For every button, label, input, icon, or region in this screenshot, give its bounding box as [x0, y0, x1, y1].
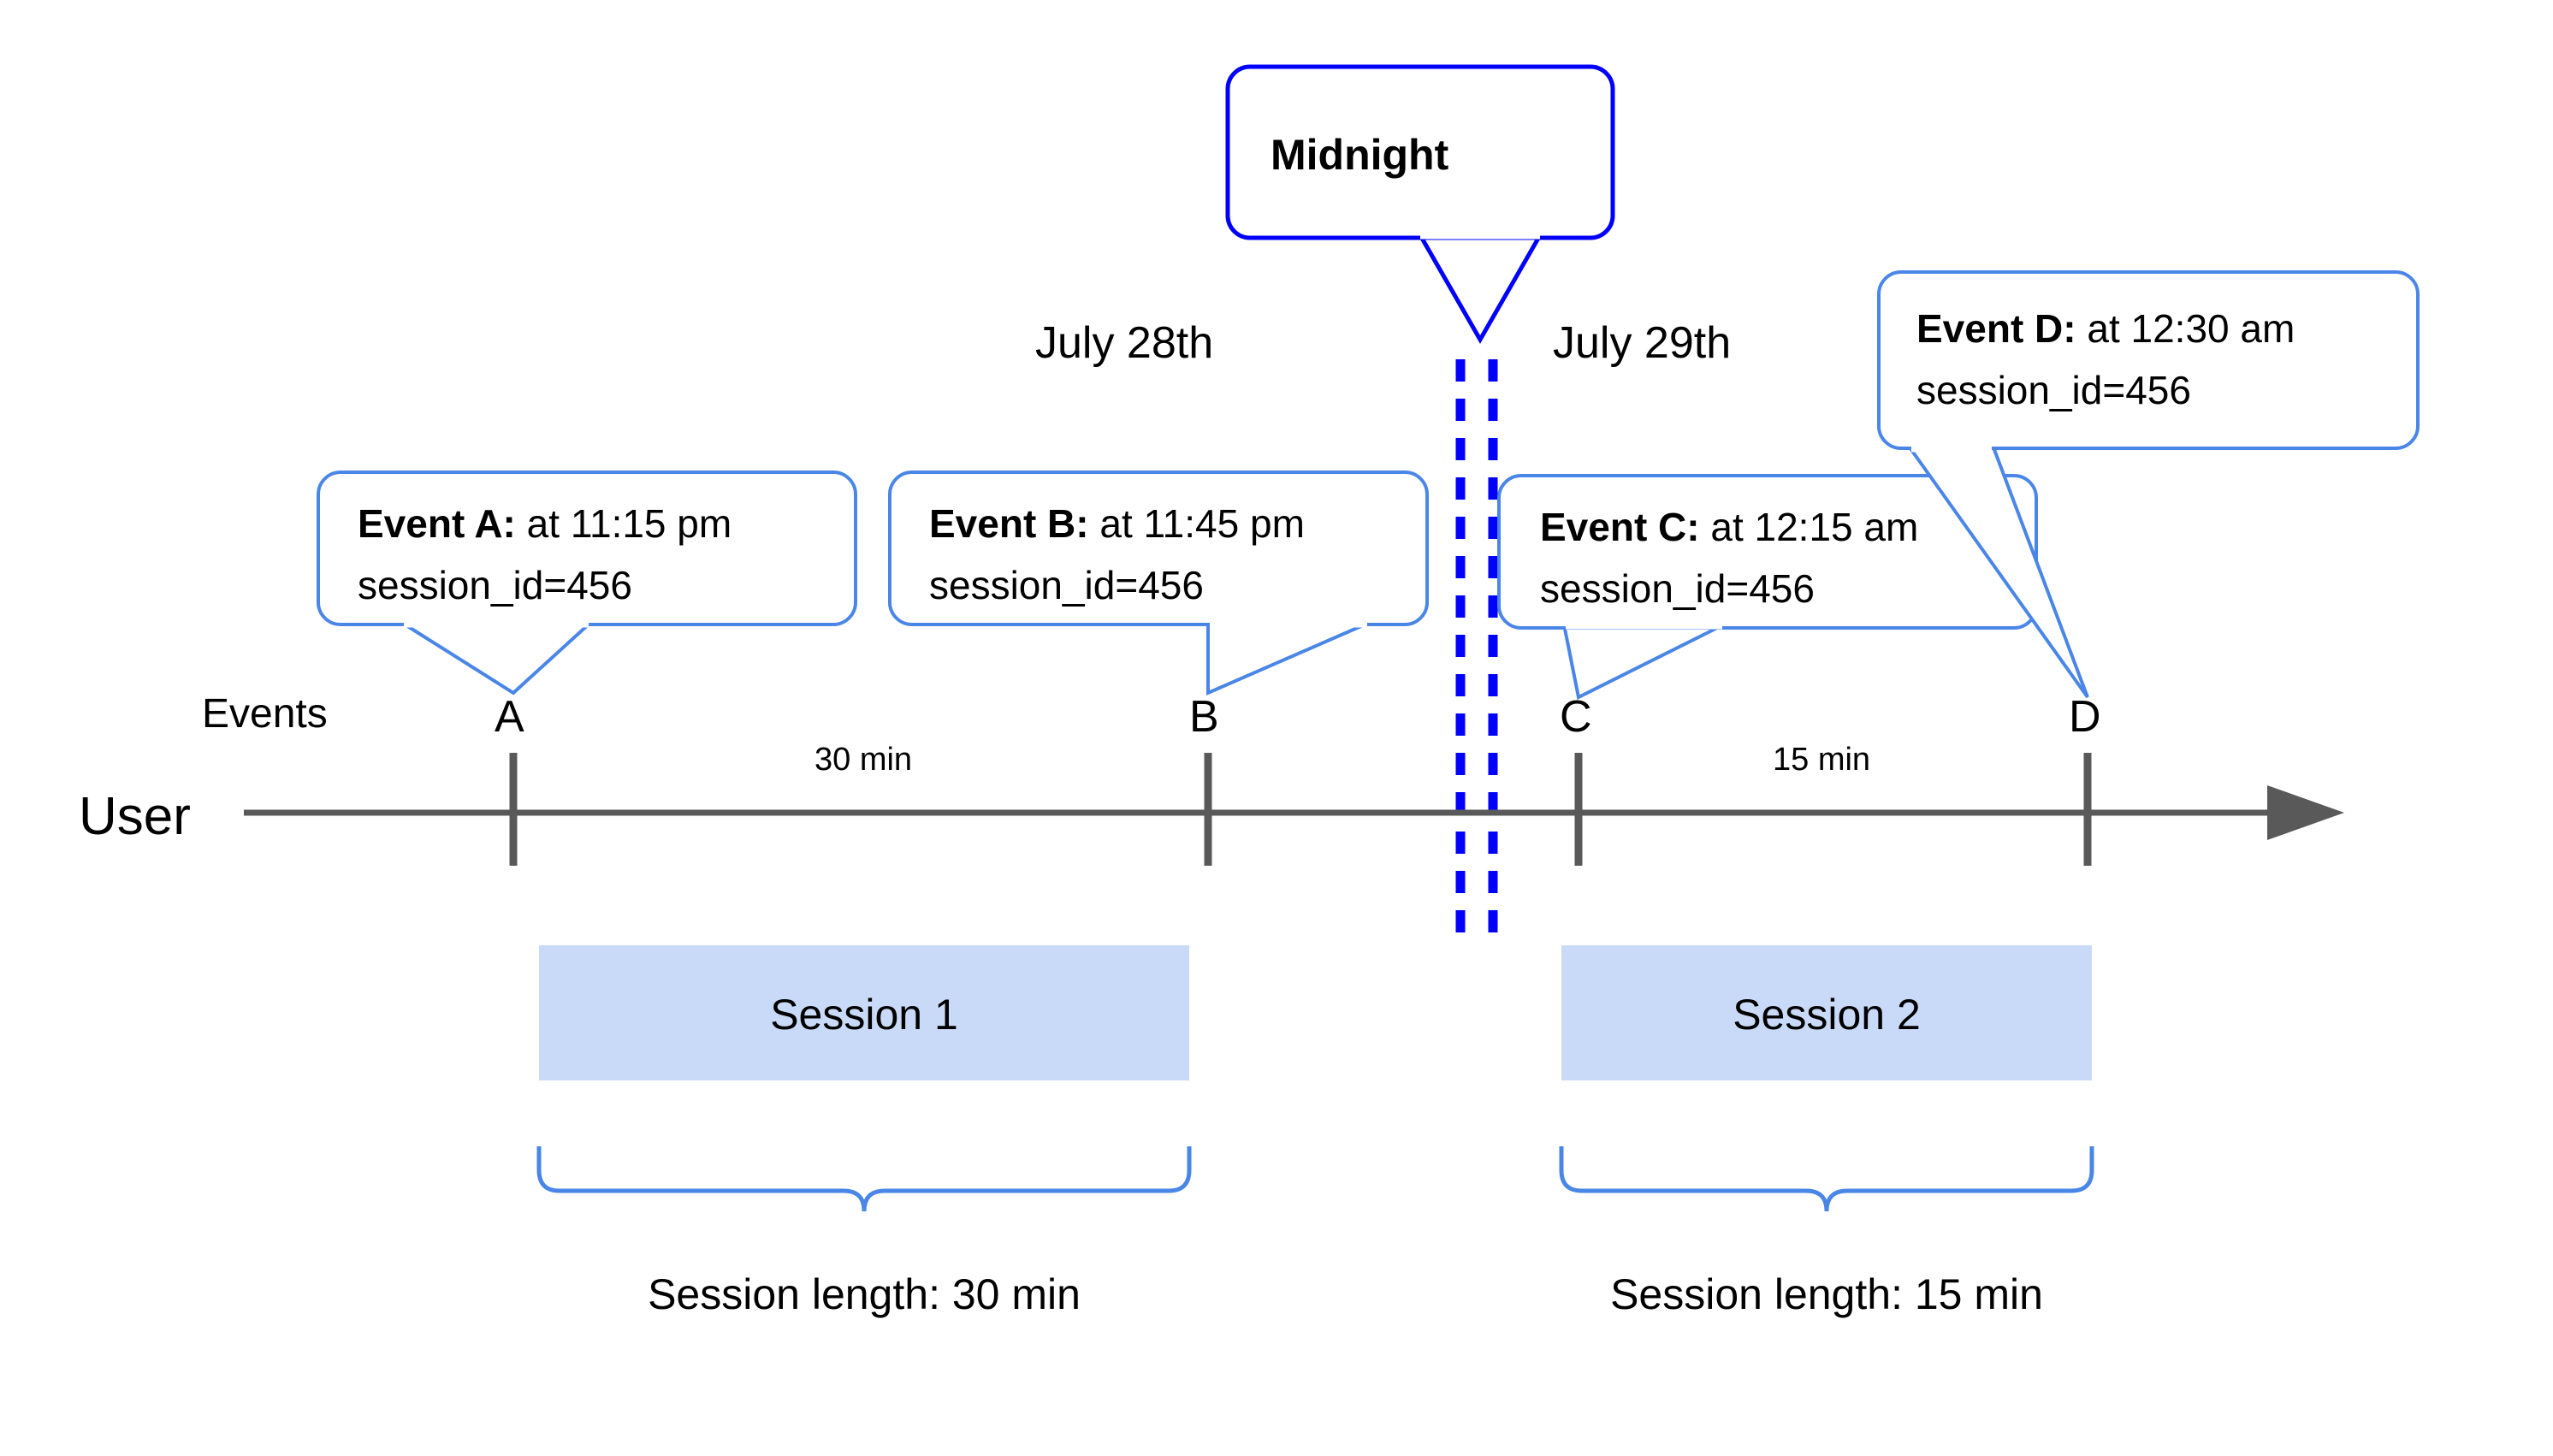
event-c-bold: Event C:: [1540, 505, 1700, 549]
midnight-label: Midnight: [1271, 131, 1449, 179]
event-b-rest: at 11:45 pm: [1089, 501, 1305, 546]
event-b-callout-box: [888, 471, 1429, 626]
event-c-rest: at 12:15 am: [1700, 505, 1919, 549]
event-c-line2: session_id=456: [1540, 566, 1815, 611]
axis-arrowhead-icon: [2267, 785, 2344, 840]
session-1-brace: [536, 1146, 1192, 1212]
interval-label-cd: 15 min: [1773, 742, 1870, 778]
event-c-callout[interactable]: Event C: at 12:15 am session_id=456: [1497, 474, 2038, 700]
marker-label-d: D: [2069, 692, 2101, 742]
session-2-box-label: Session 2: [1733, 991, 1921, 1039]
session-1-group[interactable]: Session 1 Session length: 30 min: [536, 945, 1192, 1318]
midnight-callout[interactable]: Midnight: [1225, 64, 1615, 345]
event-d-callout[interactable]: Event D: at 12:30 am session_id=456: [1877, 270, 2420, 699]
session-2-length-label: Session length: 15 min: [1610, 1270, 2043, 1318]
event-d-rest: at 12:30 am: [2076, 306, 2295, 351]
timeline-axis: [244, 753, 2344, 866]
marker-label-b: B: [1189, 692, 1219, 742]
event-c-line1: Event C: at 12:15 am: [1540, 505, 1918, 549]
interval-label-ab: 30 min: [814, 742, 912, 778]
session-1-length-label: Session length: 30 min: [648, 1270, 1081, 1318]
event-c-callout-box: [1497, 474, 2038, 630]
lane-label-user: User: [79, 787, 191, 846]
event-b-bold: Event B:: [929, 501, 1089, 546]
event-a-callout[interactable]: Event A: at 11:15 pm session_id=456: [317, 471, 857, 695]
event-d-bold: Event D:: [1916, 306, 2076, 351]
date-label-left: July 28th: [1035, 318, 1213, 368]
session-2-brace: [1559, 1146, 2094, 1212]
event-a-bold: Event A:: [358, 501, 516, 546]
event-b-line1: Event B: at 11:45 pm: [929, 501, 1305, 546]
marker-label-a: A: [495, 692, 524, 742]
midnight-divider: [1455, 359, 1498, 932]
midnight-callout-tail: [1416, 233, 1544, 345]
event-a-callout-tail: [396, 621, 595, 695]
event-a-line2: session_id=456: [358, 563, 632, 607]
event-a-line1: Event A: at 11:15 pm: [358, 501, 732, 546]
event-d-callout-box: [1877, 270, 2420, 450]
event-b-callout-tail: [1206, 621, 1370, 696]
session-2-box: [1561, 945, 2092, 1080]
event-c-callout-tail: [1561, 623, 1725, 700]
event-a-rest: at 11:15 pm: [516, 501, 732, 546]
date-label-right: July 29th: [1553, 318, 1731, 368]
event-d-line2: session_id=456: [1916, 368, 2191, 412]
event-d-line1: Event D: at 12:30 am: [1916, 306, 2295, 351]
session-2-group[interactable]: Session 2 Session length: 15 min: [1559, 945, 2094, 1318]
marker-label-c: C: [1560, 692, 1592, 742]
lane-label-events: Events: [202, 691, 328, 737]
event-b-line2: session_id=456: [929, 563, 1204, 607]
event-b-callout[interactable]: Event B: at 11:45 pm session_id=456: [888, 471, 1429, 696]
session-1-box: [539, 945, 1189, 1080]
session-1-box-label: Session 1: [770, 991, 958, 1039]
